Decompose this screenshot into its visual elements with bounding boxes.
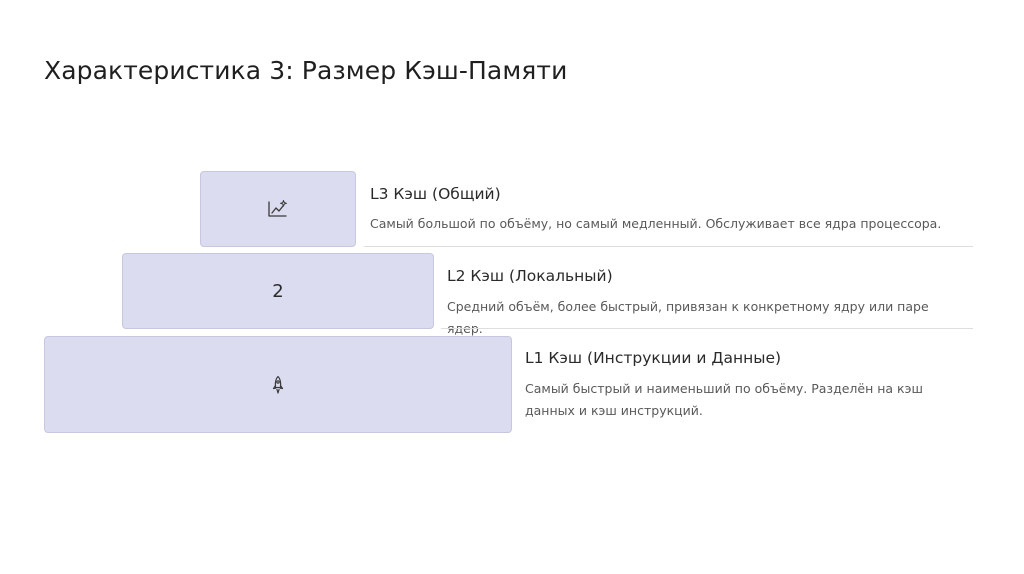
divider-l2 bbox=[441, 328, 973, 329]
level-description-l2: Средний объём, более быстрый, привязан к… bbox=[447, 299, 929, 336]
slide-title: Характеристика 3: Размер Кэш-Памяти bbox=[44, 56, 568, 85]
level-heading-l3: L3 Кэш (Общий) bbox=[370, 185, 501, 203]
pyramid-block-l3 bbox=[200, 171, 356, 247]
chart-sparkle-icon bbox=[267, 199, 289, 219]
level-number-marker: 2 bbox=[272, 280, 284, 302]
pyramid-block-l1 bbox=[44, 336, 512, 433]
rocket-icon bbox=[271, 375, 285, 395]
level-heading-l1: L1 Кэш (Инструкции и Данные) bbox=[525, 349, 782, 367]
pyramid-block-l2: 2 bbox=[122, 253, 434, 329]
divider-l3 bbox=[364, 246, 973, 247]
level-heading-l2: L2 Кэш (Локальный) bbox=[447, 267, 613, 285]
level-description-l3: Самый большой по объёму, но самый медлен… bbox=[370, 216, 942, 231]
level-description-l1: Самый быстрый и наименьший по объёму. Ра… bbox=[525, 381, 923, 418]
